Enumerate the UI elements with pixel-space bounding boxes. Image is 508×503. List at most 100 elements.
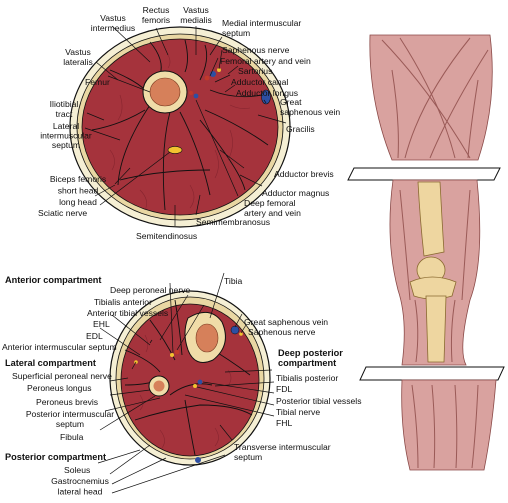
label-femoral-artery-vein: Femoral artery and vein: [220, 56, 311, 66]
limb-lower-leg-fibres: [411, 384, 479, 469]
thigh-striations: [109, 54, 251, 211]
label-adductor-canal-line: Adductor canal: [231, 77, 288, 87]
tibia-bone: [184, 311, 226, 363]
label-peroneus-brevis: Peroneus brevis: [36, 397, 98, 407]
label-adductor-canal: Adductor canal: [231, 77, 288, 87]
label-adductor-magnus-line: Adductor magnus: [262, 188, 329, 198]
femoral-artery-dot: [204, 75, 210, 81]
limb-illustration: [347, 34, 505, 471]
label-saphenous-nerve-leg: Saphenous nerve: [248, 327, 316, 337]
label-posterior-compartment-line: Posterior compartment: [5, 452, 106, 462]
label-deep-femoral-artery-vein-line: Deep femoral: [244, 198, 296, 208]
label-fibula-line: Fibula: [60, 432, 84, 442]
label-adductor-brevis-line: Adductor brevis: [274, 169, 334, 179]
label-deep-peroneal-nerve: Deep peroneal nerve: [110, 285, 190, 295]
label-gastrocnemius-line: lateral head: [58, 487, 103, 497]
label-vastus-intermedius-line: Vastus: [100, 13, 126, 23]
limb-femur: [417, 181, 445, 257]
label-peroneus-longus: Peroneus longus: [27, 383, 92, 393]
label-lateral-intermuscular-septum-line: septum: [52, 140, 80, 150]
label-ehl: EHL: [93, 319, 110, 329]
label-fdl-line: FDL: [276, 384, 292, 394]
label-soleus-line: Soleus: [64, 465, 90, 475]
great-saphenous-vein-leg-dot: [230, 325, 240, 335]
label-ehl-line: EHL: [93, 319, 110, 329]
label-great-saphenous-vein-leg-line: Great saphenous vein: [244, 317, 328, 327]
label-lateral-compartment-line: Lateral compartment: [5, 358, 96, 368]
label-femur: Femur: [85, 77, 110, 87]
label-femur-line: Femur: [85, 77, 110, 87]
label-soleus: Soleus: [64, 465, 90, 475]
thigh-cross-section: [69, 26, 291, 228]
label-deep-posterior-compartment-line: Deep posterior: [278, 348, 343, 358]
label-lateral-compartment: Lateral compartment: [5, 358, 96, 368]
label-posterior-intermuscular-septum-line: Posterior intermuscular: [26, 409, 114, 419]
thigh-muscle-boundaries: [91, 39, 269, 211]
limb-thigh-fibres: [381, 37, 489, 159]
label-rectus-femoris-line: Rectus: [143, 5, 170, 15]
label-fdl: FDL: [276, 384, 292, 394]
leg-section-plane: [359, 366, 505, 381]
label-fhl-line: FHL: [276, 418, 292, 428]
label-superficial-peroneal-nerve: Superficial peroneal nerve: [12, 371, 112, 381]
label-semimembranosus: Semimembranosus: [196, 217, 270, 227]
leg-striations: [139, 334, 232, 449]
label-tibia-line: Tibia: [224, 276, 243, 286]
label-sartorius-line: Sartorius: [238, 66, 272, 76]
label-anterior-intermuscular-septum: Anterior intermuscular septum: [2, 342, 117, 352]
label-tibia: Tibia: [224, 276, 243, 286]
femur-bone: [142, 70, 188, 114]
leader-lines: [84, 25, 287, 494]
anterior-tibial-vessel-dot: [174, 349, 180, 355]
label-rectus-femoris-line: femoris: [142, 15, 170, 25]
label-lateral-intermuscular-septum-line: intermuscular: [40, 131, 92, 141]
label-fhl: FHL: [276, 418, 292, 428]
saphenous-nerve-dot: [217, 68, 221, 72]
label-gracilis-line: Gracilis: [286, 124, 315, 134]
label-tibialis-posterior-line: Tibialis posterior: [276, 373, 338, 383]
label-lateral-intermuscular-septum-line: Lateral: [53, 121, 79, 131]
label-posterior-compartment: Posterior compartment: [5, 452, 106, 462]
label-medial-intermuscular-septum-line: Medial intermuscular: [222, 18, 301, 28]
label-biceps-femoris-line: Biceps femoris: [50, 174, 106, 184]
sciatic-nerve-dot: [167, 146, 183, 154]
label-edl: EDL: [86, 331, 103, 341]
label-peroneus-longus-line: Peroneus longus: [27, 383, 92, 393]
deep-femoral-artery-dot: [189, 91, 193, 95]
label-superficial-peroneal-nerve-line: Superficial peroneal nerve: [12, 371, 112, 381]
label-gracilis: Gracilis: [286, 124, 315, 134]
label-deep-femoral-artery-vein-line: artery and vein: [244, 208, 301, 218]
label-saphenous-nerve-thigh: Saphenous nerve: [222, 45, 290, 55]
label-anterior-intermuscular-septum-line: Anterior intermuscular septum: [2, 342, 117, 352]
deep-peroneal-nerve-dot: [170, 353, 174, 357]
label-vastus-lateralis-line: Vastus: [65, 47, 91, 57]
small-saphenous-vein-dot: [195, 457, 201, 463]
label-great-saphenous-vein-thigh-line: Great: [280, 97, 302, 107]
fibula-bone: [148, 375, 170, 397]
deep-femoral-dot: [193, 93, 199, 99]
limb-tibia-shaft: [425, 295, 447, 363]
thigh-muscle-mass: [81, 38, 279, 216]
label-great-saphenous-vein-leg: Great saphenous vein: [244, 317, 328, 327]
leg-cross-section: [109, 290, 271, 466]
label-anterior-tibial-vessels-line: Anterior tibial vessels: [87, 308, 168, 318]
label-vastus-medialis-line: medialis: [180, 15, 212, 25]
label-medial-intermuscular-septum-line: septum: [222, 28, 250, 38]
label-vastus-intermedius-line: intermedius: [91, 23, 135, 33]
label-anterior-compartment: Anterior compartment: [5, 275, 101, 285]
label-deep-peroneal-nerve-line: Deep peroneal nerve: [110, 285, 190, 295]
limb-thigh: [369, 34, 493, 161]
label-fibula: Fibula: [60, 432, 84, 442]
posterior-tibial-vessel-dot: [197, 379, 203, 385]
